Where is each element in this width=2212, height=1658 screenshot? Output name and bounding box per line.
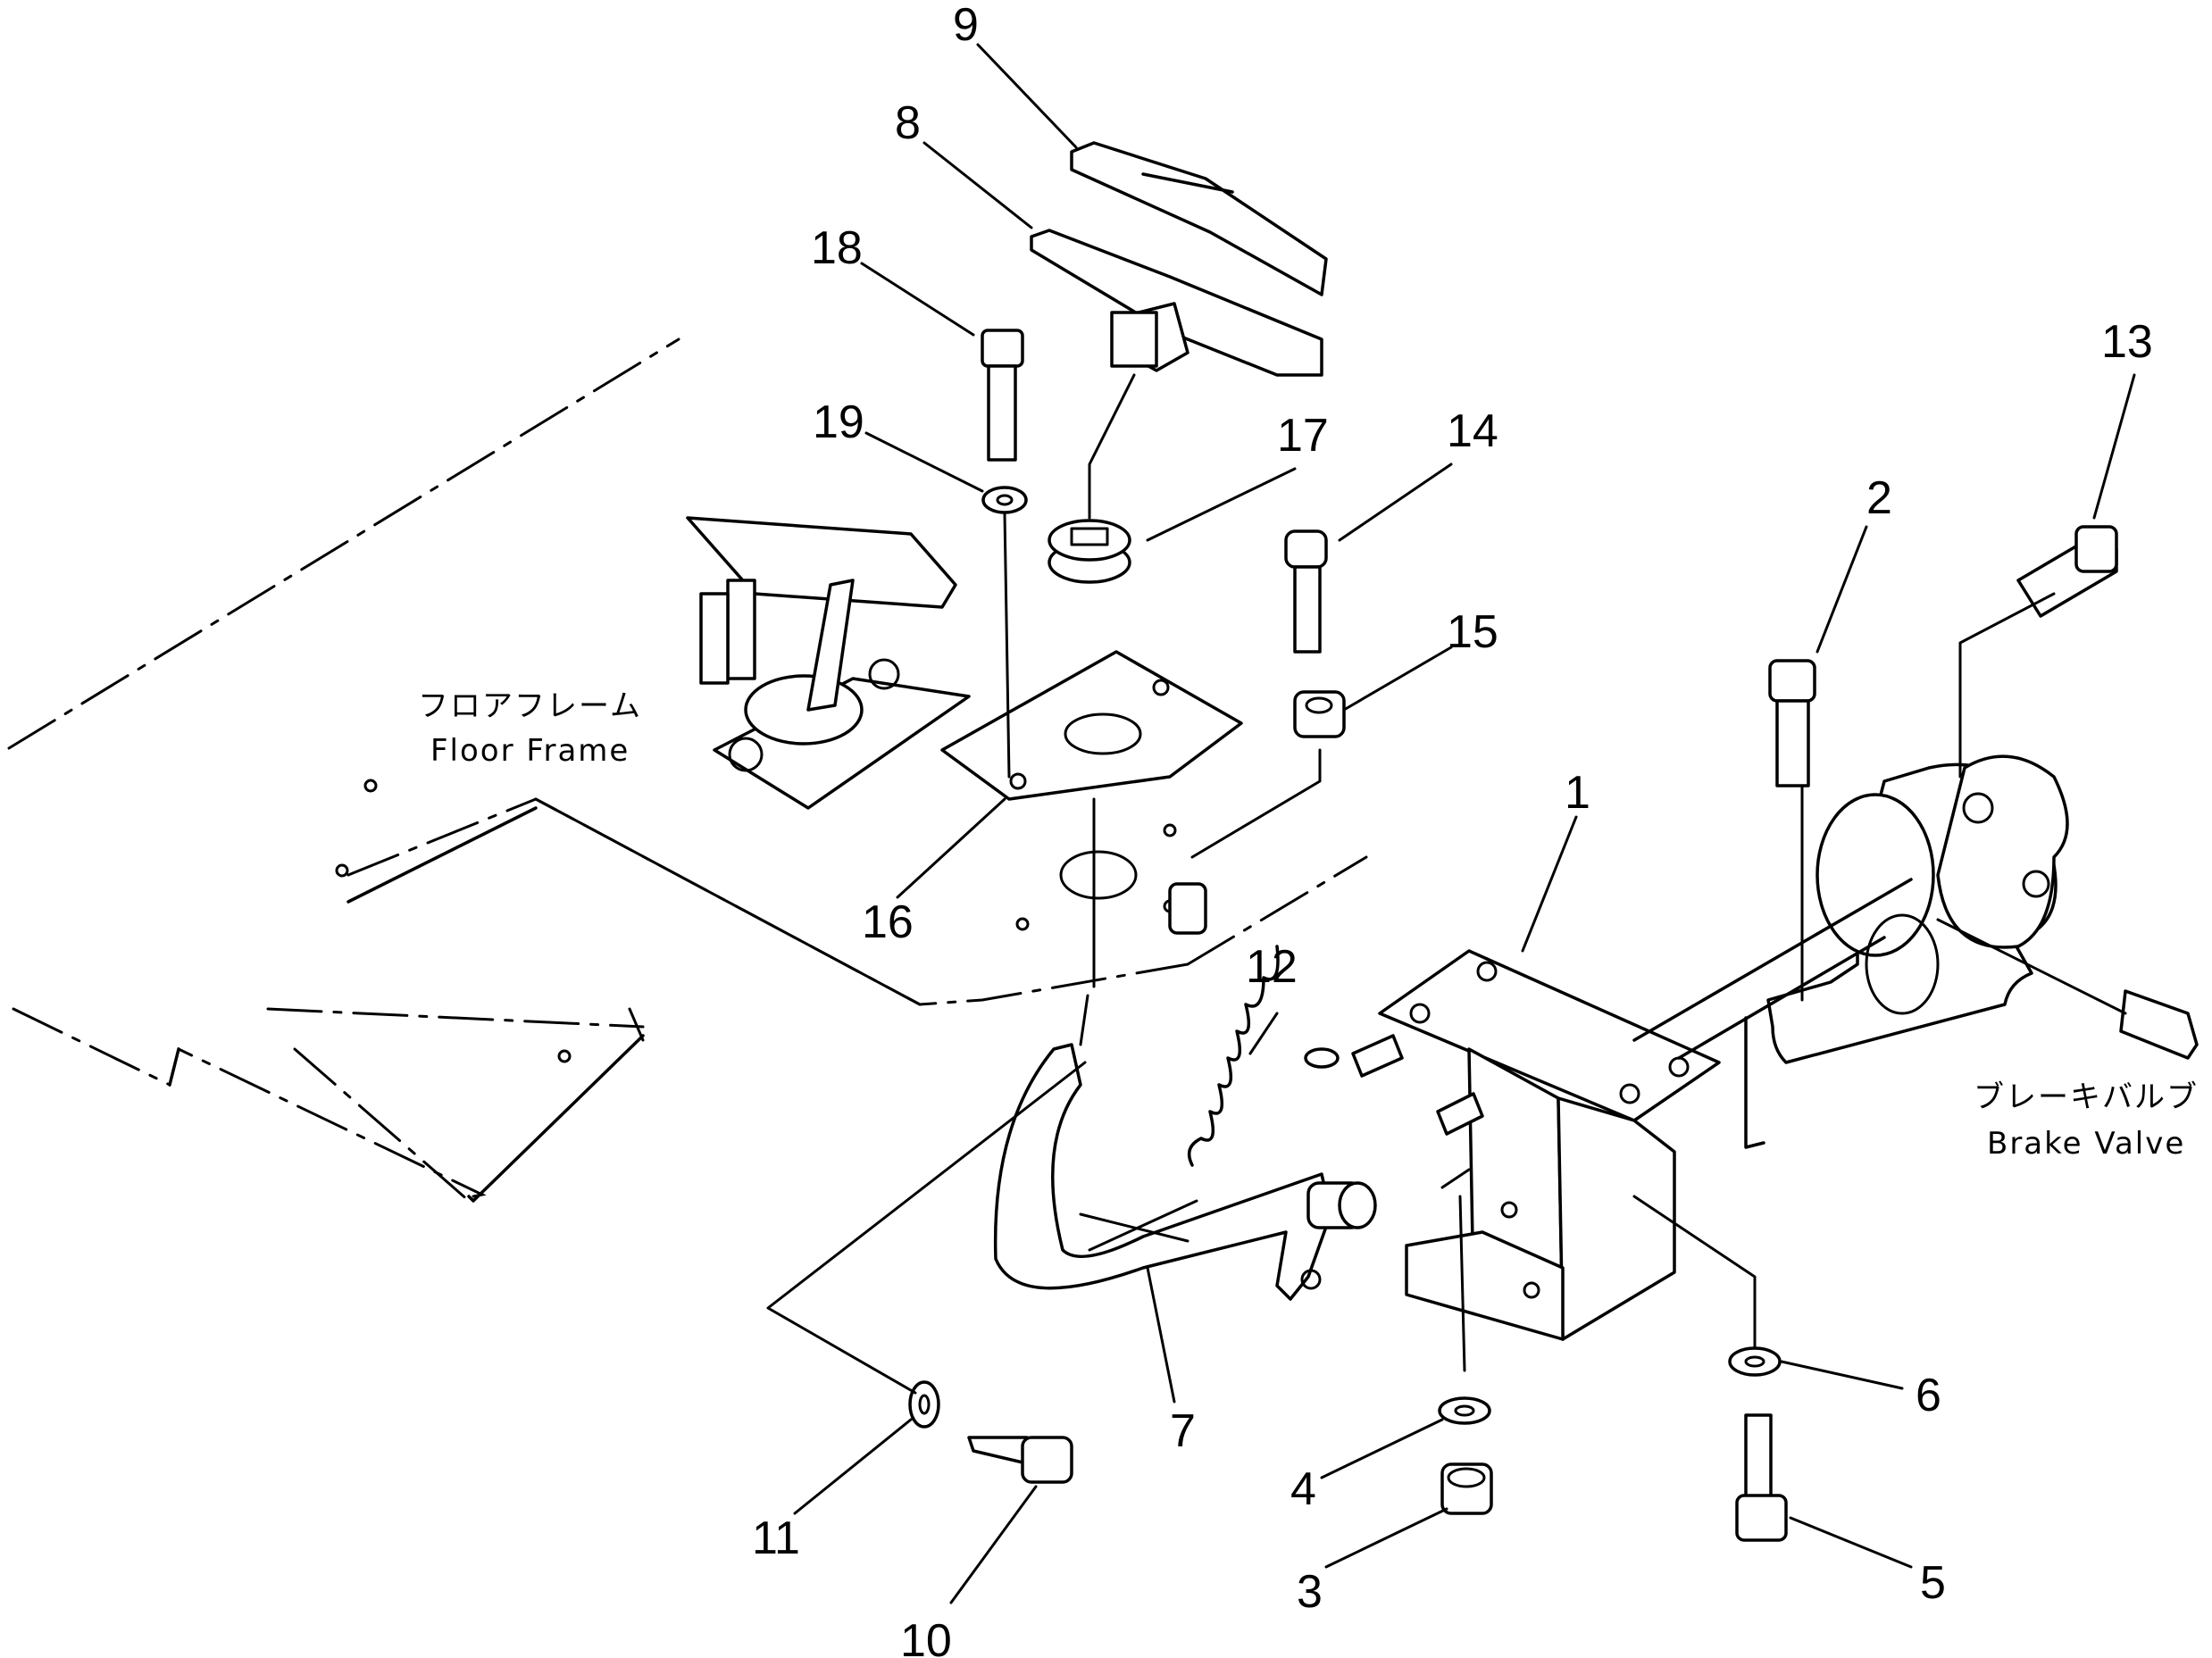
part-9-pedal-cover (1070, 141, 1328, 296)
part-7-pedal-lever (993, 1043, 1377, 1301)
captions: フロアフレーム Floor Frame ブレーキバルブ Brake Valve (418, 688, 2199, 1162)
part-14-bolt (1284, 529, 1328, 654)
callout-9: 9 (953, 0, 979, 51)
part-19-washer (981, 486, 1028, 514)
part-4-washer (1438, 1396, 1491, 1425)
brake-valve (1632, 754, 2199, 1149)
part-1-bracket (1351, 949, 1721, 1341)
callout-16: 16 (862, 896, 914, 948)
part-16-plate (940, 650, 1243, 801)
callout-5: 5 (1920, 1557, 1946, 1609)
part-17-grommet (1048, 519, 1131, 584)
part-3-nut (1440, 1462, 1493, 1515)
assembly-lines (766, 373, 2056, 1395)
callout-12: 12 (1246, 941, 1298, 993)
part-8-pedal-pad (1030, 229, 1323, 377)
callout-3: 3 (1297, 1566, 1323, 1618)
existing-pedal-assembly (686, 516, 971, 810)
callout-17: 17 (1277, 410, 1329, 462)
callout-2: 2 (1866, 472, 1892, 524)
part-10-bolt (967, 1436, 1073, 1484)
part-11-washer (908, 1380, 940, 1429)
callout-11: 11 (752, 1512, 800, 1564)
callout-13: 13 (2101, 316, 2153, 368)
part-5-bolt (1735, 1413, 1788, 1542)
leader-lines (793, 43, 2136, 1604)
brake-valve-label-en: Brake Valve (1987, 1126, 2185, 1162)
callout-1: 1 (1565, 767, 1590, 819)
part-2-bolt (1768, 659, 1816, 787)
callout-numbers: 9 8 18 19 17 14 15 16 12 1 2 13 7 11 10 … (752, 0, 2153, 1658)
part-18-bolt (981, 329, 1024, 462)
callout-7: 7 (1170, 1405, 1196, 1457)
callout-8: 8 (895, 97, 921, 149)
callout-15: 15 (1447, 606, 1498, 658)
callout-19: 19 (813, 396, 864, 448)
callout-18: 18 (811, 222, 863, 274)
floor-frame (7, 337, 1368, 1203)
callout-10: 10 (900, 1615, 952, 1658)
callout-6: 6 (1916, 1370, 1941, 1421)
callout-4: 4 (1290, 1463, 1316, 1515)
callout-14: 14 (1447, 405, 1498, 457)
floor-frame-label-jp: フロアフレーム (418, 688, 642, 724)
part-12-spring (1187, 945, 1340, 1167)
floor-frame-label-en: Floor Frame (430, 733, 630, 769)
brake-valve-label-jp: ブレーキバルブ (1974, 1079, 2199, 1115)
part-15-nut (1293, 690, 1346, 738)
part-13-bolt (2016, 525, 2118, 618)
part-6-washer (1728, 1346, 1782, 1377)
